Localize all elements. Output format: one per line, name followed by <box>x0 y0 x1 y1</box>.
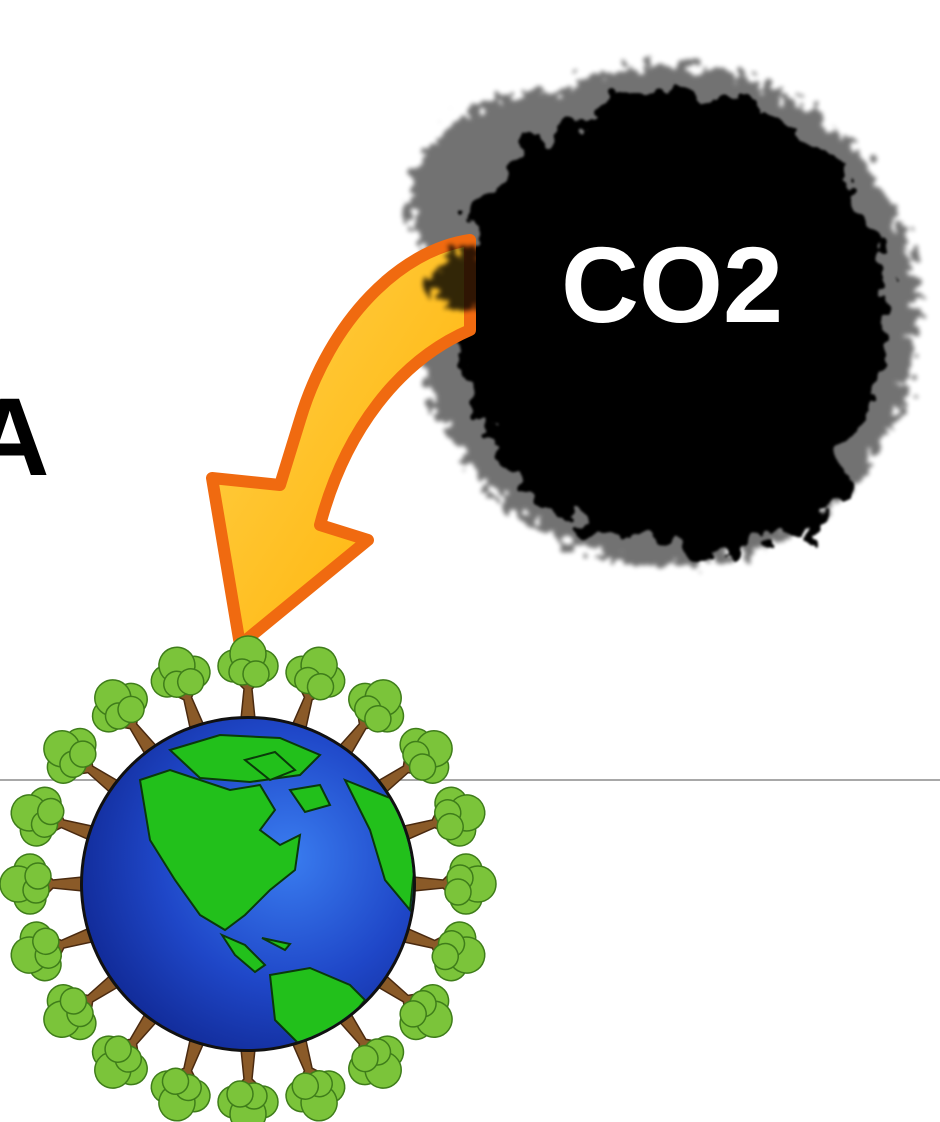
tree-icon <box>150 1037 211 1122</box>
tree-icon <box>376 727 453 794</box>
co2-label: CO2 <box>561 224 783 345</box>
tree-ring <box>0 635 497 1122</box>
tree-icon <box>401 921 486 982</box>
tree-icon <box>43 974 120 1041</box>
tree-icon <box>285 646 346 731</box>
tree-icon <box>217 1048 279 1122</box>
tree-icon <box>338 679 405 756</box>
tree-icon <box>338 1012 405 1089</box>
curved-arrow-icon <box>206 234 476 651</box>
globe-with-trees-icon <box>0 635 497 1122</box>
tree-icon <box>412 853 497 915</box>
tree-icon <box>401 786 486 847</box>
smoke-cloud-icon <box>410 65 918 565</box>
tree-icon <box>0 853 84 915</box>
tree-icon <box>150 646 211 731</box>
tree-icon <box>91 679 158 756</box>
tree-icon <box>91 1012 158 1089</box>
tree-icon <box>217 635 279 720</box>
tree-icon <box>10 786 95 847</box>
tree-icon <box>43 727 120 794</box>
partial-edge-letter: A <box>0 376 49 499</box>
tree-icon <box>376 974 453 1041</box>
tree-icon <box>10 921 95 982</box>
tree-icon <box>285 1037 346 1122</box>
